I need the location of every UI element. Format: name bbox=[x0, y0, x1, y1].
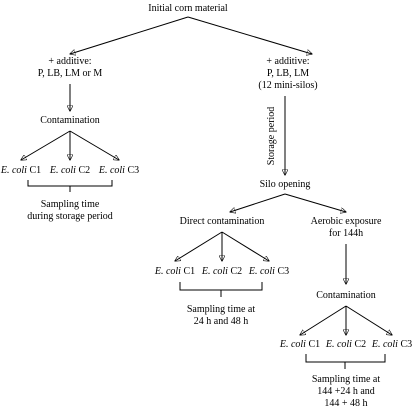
direct-strain-c3: E. coli C3 bbox=[248, 266, 289, 277]
arrow-aerobic-to-c3 bbox=[345, 305, 392, 335]
aerobic-exposure-line1: Aerobic exposure bbox=[311, 216, 382, 227]
arrow-left-to-c1 bbox=[21, 130, 71, 160]
arrow-to-direct-contamination bbox=[230, 193, 286, 212]
right-additive-line3: (12 mini-silos) bbox=[258, 80, 317, 91]
arrow-aerobic-to-c1 bbox=[300, 305, 347, 335]
left-strain-c2: E. coli C2 bbox=[49, 165, 90, 176]
direct-sampling-bracket bbox=[179, 282, 263, 297]
aerobic-strain-c3: E. coli C3 bbox=[371, 339, 412, 350]
direct-strain-c1: E. coli C1 bbox=[154, 266, 195, 277]
aerobic-sampling-bracket bbox=[305, 354, 386, 369]
aerobic-sampling-line2: 144 +24 h and bbox=[317, 386, 375, 397]
direct-strain-c2: E. coli C2 bbox=[201, 266, 242, 277]
aerobic-strain-c1: E. coli C1 bbox=[279, 339, 320, 350]
right-additive-line1: + additive: bbox=[266, 56, 309, 67]
arrow-left-to-c3 bbox=[69, 130, 119, 160]
direct-sampling-line2: 24 h and 48 h bbox=[194, 316, 248, 327]
aerobic-contamination-label: Contamination bbox=[316, 290, 375, 301]
aerobic-sampling-line1: Sampling time at bbox=[312, 374, 381, 385]
direct-contamination-label: Direct contamination bbox=[180, 216, 265, 227]
aerobic-strain-c2: E. coli C2 bbox=[325, 339, 366, 350]
left-additive-line2: P, LB, LM or M bbox=[38, 68, 103, 79]
root-label: Initial corn material bbox=[148, 3, 228, 14]
left-strain-c3: E. coli C3 bbox=[98, 165, 139, 176]
direct-sampling-line1: Sampling time at bbox=[187, 304, 256, 315]
arrow-direct-to-c1 bbox=[175, 231, 223, 261]
aerobic-sampling-line3: 144 + 48 h bbox=[324, 398, 367, 409]
left-sampling-bracket bbox=[27, 180, 113, 192]
storage-period-label: Storage period bbox=[266, 107, 277, 166]
silo-opening-label: Silo opening bbox=[260, 179, 311, 190]
left-contamination-label: Contamination bbox=[40, 115, 99, 126]
aerobic-exposure-line2: for 144h bbox=[329, 228, 363, 239]
left-strain-c1: E. coli C1 bbox=[0, 165, 41, 176]
arrow-to-aerobic-exposure bbox=[284, 193, 346, 212]
arrow-root-to-left bbox=[70, 16, 189, 54]
left-additive-line1: + additive: bbox=[48, 56, 91, 67]
arrow-root-to-right bbox=[187, 16, 312, 54]
arrow-direct-to-c3 bbox=[221, 231, 269, 261]
left-sampling-line1: Sampling time bbox=[41, 199, 100, 210]
right-additive-line2: P, LB, LM bbox=[267, 68, 309, 79]
left-sampling-line2: during storage period bbox=[27, 211, 113, 222]
